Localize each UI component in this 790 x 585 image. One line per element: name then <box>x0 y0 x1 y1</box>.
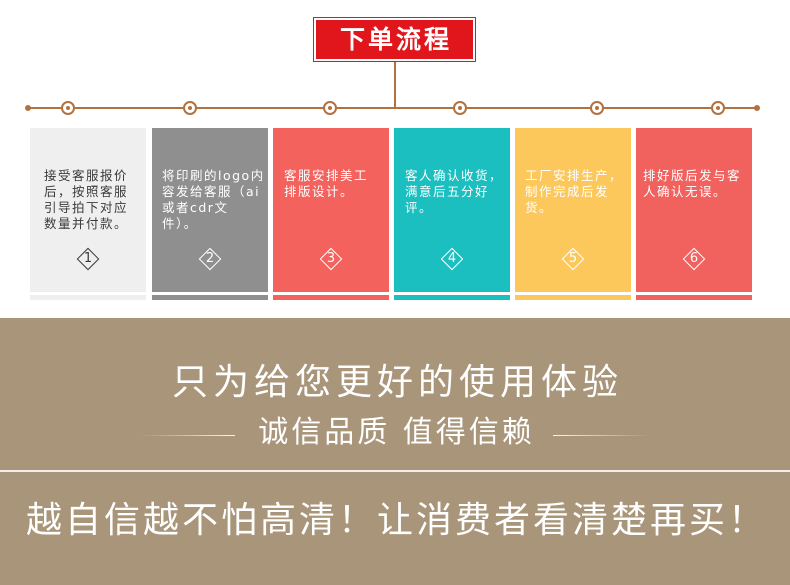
banner-tagline: 诚信品质 值得信赖 <box>258 415 535 450</box>
step-text-line: 件）。 <box>162 216 198 231</box>
step-card-6: 排好版后发与客 人确认无误。 6 <box>636 128 752 292</box>
step-number: 6 <box>689 251 699 266</box>
step-number: 2 <box>205 251 215 266</box>
process-title-frame: 下单流程 <box>313 17 476 62</box>
step-description: 客人确认收货， 满意后五分好 评。 <box>405 168 503 216</box>
step-card-4-strip <box>394 295 510 300</box>
step-number-badge: 2 <box>198 247 222 271</box>
step-text-line: 人确认无误。 <box>643 184 728 199</box>
step-text-line: 接受客服报价 <box>44 168 129 183</box>
timeline-node-4 <box>453 101 467 115</box>
timeline-line <box>28 107 757 109</box>
step-description: 客服安排美工 排版设计。 <box>284 168 368 200</box>
step-text-line: 容发给客服（ai <box>162 184 261 199</box>
tagline-rule-right <box>553 435 650 436</box>
step-number-badge: 4 <box>440 247 464 271</box>
timeline-end-dot-left <box>25 105 31 111</box>
step-text-line: 引导拍下对应 <box>44 200 129 215</box>
step-card-5: 工厂安排生产， 制作完成后发 货。 5 <box>515 128 631 292</box>
step-text-line: 满意后五分好 <box>405 184 490 199</box>
step-card-2: 将印刷的logo内 容发给客服（ai 或者cdr文 件）。 2 <box>152 128 268 292</box>
step-text-line: 或者cdr文 <box>162 200 229 215</box>
timeline-end-dot-right <box>754 105 760 111</box>
banner-divider <box>0 470 790 472</box>
banner-slogan: 越自信越不怕高清！让消费者看清楚再买！ <box>25 500 767 541</box>
step-card-3: 客服安排美工 排版设计。 3 <box>273 128 389 292</box>
promo-banner: 只为给您更好的使用体验 诚信品质 值得信赖 越自信越不怕高清！让消费者看清楚再买… <box>0 318 790 585</box>
step-card-1: 接受客服报价 后，按照客服 引导拍下对应 数量并付款。 1 <box>30 128 146 292</box>
step-description: 接受客服报价 后，按照客服 引导拍下对应 数量并付款。 <box>44 168 128 232</box>
step-number-badge: 1 <box>76 247 100 271</box>
step-text-line: 数量并付款。 <box>44 216 129 231</box>
step-card-4: 客人确认收货， 满意后五分好 评。 4 <box>394 128 510 292</box>
step-number: 5 <box>568 251 578 266</box>
step-number: 3 <box>326 251 336 266</box>
step-text-line: 货。 <box>525 200 554 215</box>
step-text-line: 后，按照客服 <box>44 184 129 199</box>
step-number-badge: 5 <box>561 247 585 271</box>
tagline-rule-left <box>140 435 235 436</box>
step-number-badge: 3 <box>319 247 343 271</box>
title-connector <box>394 62 396 108</box>
step-text-line: 工厂安排生产， <box>525 168 624 183</box>
step-description: 工厂安排生产， 制作完成后发 货。 <box>525 168 623 216</box>
step-text-line: 将印刷的logo内 <box>162 168 265 183</box>
step-description: 将印刷的logo内 容发给客服（ai 或者cdr文 件）。 <box>162 168 265 232</box>
step-card-5-strip <box>515 295 631 300</box>
step-text-line: 制作完成后发 <box>525 184 610 199</box>
step-text-line: 客人确认收货， <box>405 168 504 183</box>
step-text-line: 排版设计。 <box>284 184 355 199</box>
timeline-node-1 <box>61 101 75 115</box>
step-number: 4 <box>447 251 457 266</box>
banner-headline: 只为给您更好的使用体验 <box>171 362 623 403</box>
step-number: 1 <box>83 251 93 266</box>
step-card-2-strip <box>152 295 268 300</box>
timeline-node-6 <box>711 101 725 115</box>
step-number-badge: 6 <box>682 247 706 271</box>
step-card-3-strip <box>273 295 389 300</box>
timeline-node-3 <box>323 101 337 115</box>
timeline-node-2 <box>183 101 197 115</box>
timeline-node-5 <box>590 101 604 115</box>
step-card-1-strip <box>30 295 146 300</box>
step-text-line: 评。 <box>405 200 434 215</box>
step-text-line: 排好版后发与客 <box>643 168 742 183</box>
step-text-line: 客服安排美工 <box>284 168 369 183</box>
step-card-6-strip <box>636 295 752 300</box>
step-description: 排好版后发与客 人确认无误。 <box>643 168 741 200</box>
process-title: 下单流程 <box>316 20 473 59</box>
